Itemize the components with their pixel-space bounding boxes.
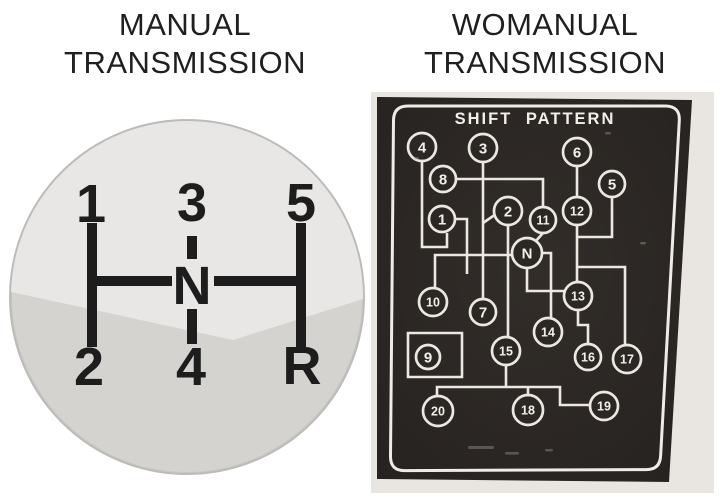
gear-number-4: 4 [418, 139, 427, 156]
knob-label-N: N [172, 256, 212, 316]
gear-circle-20 [421, 394, 455, 428]
gear-number-6: 6 [573, 144, 581, 161]
gear-circle-5 [597, 169, 627, 199]
gear-circle-9 [414, 343, 442, 371]
gear-circle-2 [492, 195, 524, 227]
plaque-border [388, 104, 681, 473]
connector-path-16 [435, 385, 590, 407]
plaque-specks [414, 132, 646, 455]
gear-number-13: 13 [571, 290, 585, 304]
knob-label-4: 4 [175, 337, 207, 397]
knob-label-5: 5 [285, 173, 317, 233]
knob-label-1: 1 [75, 174, 107, 234]
connector-path-1 [420, 161, 449, 249]
connector-path-12 [541, 251, 553, 318]
knob-label-R: R [282, 336, 322, 396]
gear-circle-10 [417, 286, 449, 318]
gear-number-9: 9 [424, 349, 432, 366]
connector-path-9 [578, 197, 614, 239]
plaque-title: SHIFT PATTERN [455, 110, 616, 128]
gear-circle-15 [490, 335, 522, 367]
gear-circle-7 [468, 297, 498, 327]
right-title-line-2: TRANSMISSION [424, 45, 666, 80]
gear-number-16: 16 [581, 351, 595, 365]
gear-number-1: 1 [438, 211, 446, 228]
gear-circle-13 [562, 280, 594, 312]
gear-number-20: 20 [431, 405, 445, 419]
gear-number-7: 7 [479, 304, 487, 321]
gear-number-3: 3 [479, 140, 487, 157]
right-title-line-1: WOMANUAL [451, 7, 639, 42]
gear-circle-8 [428, 164, 458, 194]
gear-circle-19 [588, 390, 620, 422]
gear-number-5: 5 [608, 176, 616, 193]
left-title-line-1: MANUAL [118, 7, 252, 42]
knob-label-2: 2 [73, 337, 105, 397]
gear-circle-18 [511, 393, 545, 427]
gear-circle-1 [427, 204, 457, 234]
gear-circle-N [510, 236, 544, 270]
gear-circle-16 [573, 342, 603, 372]
gear-number-10: 10 [426, 296, 440, 310]
gear-number-N: N [522, 245, 533, 262]
gear-circle-11 [528, 205, 558, 235]
shift-line-h-right [214, 276, 306, 286]
shift-line-mid-bottom [187, 309, 197, 344]
shift-line-mid-top [187, 236, 197, 259]
connector-path-19 [406, 331, 464, 379]
knob-label-3: 3 [176, 173, 208, 233]
gear-number-17: 17 [620, 353, 634, 367]
gear-circle-6 [561, 136, 593, 168]
gear-circle-17 [611, 343, 643, 375]
gear-number-18: 18 [521, 404, 535, 418]
gear-circle-12 [561, 195, 593, 227]
connector-path-10 [578, 265, 627, 345]
gear-circle-3 [467, 132, 499, 164]
connector-path-11 [576, 310, 590, 344]
gear-number-8: 8 [439, 171, 447, 188]
left-panel-title: MANUAL TRANSMISSION [0, 6, 370, 82]
gear-number-19: 19 [597, 400, 611, 414]
gear-circle-14 [532, 316, 564, 348]
connector-path-5 [433, 253, 512, 288]
right-panel-title: WOMANUAL TRANSMISSION [374, 6, 716, 82]
gear-circle-4 [406, 131, 438, 163]
gear-number-15: 15 [499, 345, 513, 359]
left-title-line-2: TRANSMISSION [64, 45, 306, 80]
gear-number-11: 11 [536, 214, 549, 228]
gear-number-14: 14 [541, 326, 555, 340]
connector-path-6 [457, 177, 545, 207]
connector-path-13 [525, 268, 564, 293]
gear-number-2: 2 [504, 203, 512, 220]
shift-line-h-left [87, 276, 172, 286]
gear-number-12: 12 [570, 205, 584, 219]
